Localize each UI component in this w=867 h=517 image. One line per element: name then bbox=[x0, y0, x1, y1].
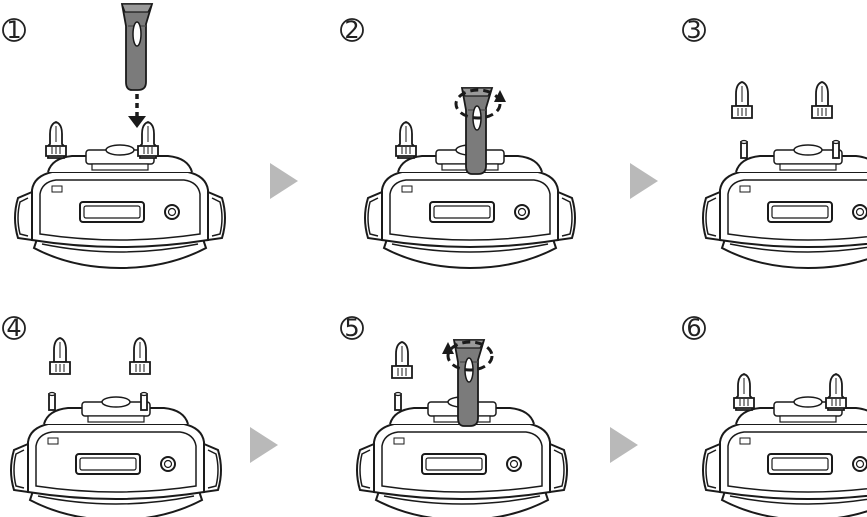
next-step-arrow bbox=[250, 427, 278, 463]
loose-probe-right bbox=[811, 81, 833, 119]
step-number-circle bbox=[2, 316, 26, 340]
step-number-circle bbox=[340, 18, 364, 42]
rotate-arrow-icon bbox=[446, 340, 494, 372]
loose-probe-left bbox=[731, 81, 753, 119]
step-number-label: 4 bbox=[6, 314, 21, 342]
step-number-badge: 1 bbox=[2, 16, 26, 44]
collar-receiver-icon bbox=[10, 396, 222, 517]
down-arrowhead-icon bbox=[128, 116, 146, 128]
step-number-label: 3 bbox=[686, 16, 701, 44]
collar-receiver-icon bbox=[702, 396, 867, 517]
step-number-badge: 3 bbox=[682, 16, 706, 44]
step-number-label: 6 bbox=[686, 314, 701, 342]
step-number-label: 2 bbox=[344, 16, 359, 44]
next-step-arrow bbox=[270, 163, 298, 199]
contact-probe-right bbox=[137, 121, 159, 159]
step-6: 6 bbox=[682, 314, 867, 517]
step-number-circle bbox=[340, 316, 364, 340]
step-number-label: 1 bbox=[6, 16, 21, 44]
step-number-circle bbox=[2, 18, 26, 42]
loose-probe-right bbox=[129, 337, 151, 375]
probe-wrench-icon bbox=[121, 3, 153, 91]
loose-probe-left bbox=[49, 337, 71, 375]
contact-probe-right bbox=[825, 373, 847, 411]
collar-receiver-icon bbox=[14, 144, 226, 269]
step-3: 3 bbox=[682, 16, 867, 269]
step-number-badge: 4 bbox=[2, 314, 26, 342]
contact-post-right bbox=[832, 139, 840, 159]
contact-post-left bbox=[740, 139, 748, 159]
collar-receiver-icon bbox=[702, 144, 867, 269]
step-5: 5 bbox=[340, 314, 568, 517]
contact-probe-left bbox=[45, 121, 67, 159]
contact-post-left bbox=[48, 391, 56, 411]
step-2: 2 bbox=[340, 16, 576, 269]
step-number-circle bbox=[682, 316, 706, 340]
next-step-arrow bbox=[630, 163, 658, 199]
step-1: 1 bbox=[2, 3, 226, 269]
step-number-circle bbox=[682, 18, 706, 42]
step-number-label: 5 bbox=[344, 314, 359, 342]
rotate-arrow-icon bbox=[454, 88, 502, 120]
rotate-arrowhead-icon bbox=[494, 90, 506, 102]
rotate-arrowhead-icon bbox=[442, 342, 454, 354]
contact-post-left bbox=[394, 391, 402, 411]
step-number-badge: 2 bbox=[340, 16, 364, 44]
step-4: 4 bbox=[2, 314, 222, 517]
contact-probe-left bbox=[733, 373, 755, 411]
contact-post-right bbox=[140, 391, 148, 411]
spare-contact-probe bbox=[391, 341, 413, 379]
step-number-badge: 6 bbox=[682, 314, 706, 342]
step-number-badge: 5 bbox=[340, 314, 364, 342]
next-step-arrow bbox=[610, 427, 638, 463]
contact-probe-left bbox=[395, 121, 417, 159]
